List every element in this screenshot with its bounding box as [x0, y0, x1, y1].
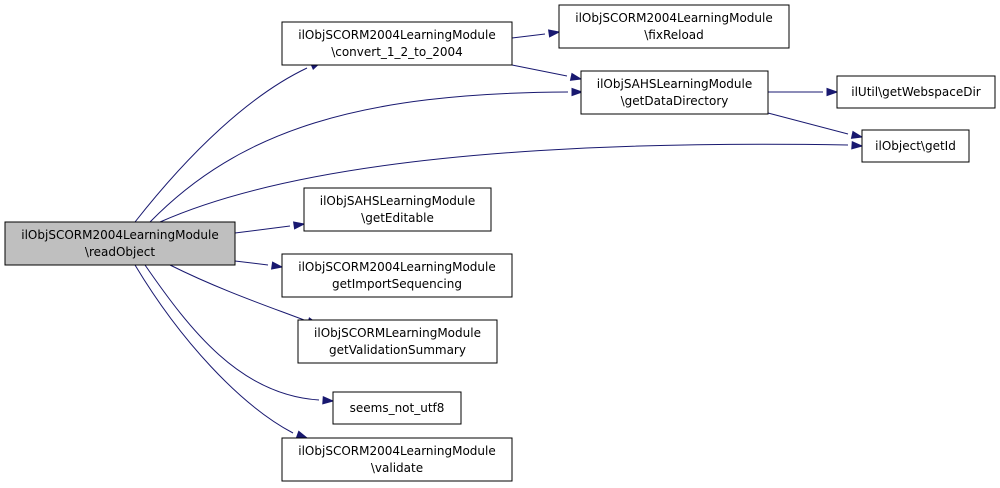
node-getId[interactable]: ilObject\getId [861, 129, 970, 163]
edge-line [767, 112, 849, 135]
edge-root-to-getEditable [234, 221, 306, 234]
node-validate[interactable]: ilObjSCORM2004LearningModule \validate [281, 437, 513, 482]
node-convert[interactable]: ilObjSCORM2004LearningModule \convert_1_2… [281, 21, 513, 66]
edge-line [144, 264, 320, 401]
edge-line [159, 143, 849, 223]
node-box [332, 391, 462, 425]
node-root[interactable]: ilObjSCORM2004LearningModule \readObject [4, 221, 236, 266]
node-label-line2: \convert_1_2_to_2004 [331, 45, 463, 59]
arrow-head-icon [571, 87, 584, 97]
edge-line [511, 33, 546, 39]
node-box [297, 319, 498, 364]
node-box [303, 187, 492, 232]
function-nodes: ilObjSCORM2004LearningModule\readObjecti… [4, 4, 996, 482]
arrow-head-icon [322, 396, 335, 405]
node-label-line1: ilObjSCORMLearningModule [314, 326, 481, 340]
node-label-line2: \validate [371, 461, 423, 475]
node-label-line2: \fixReload [644, 28, 704, 42]
edge-line [234, 225, 291, 234]
node-label-line1: ilObjSAHSLearningModule [597, 77, 752, 91]
edge-getDataDirectory-to-getId [767, 112, 864, 139]
node-getWebspaceDir[interactable]: ilUtil\getWebspaceDir [836, 75, 996, 109]
node-box [836, 75, 996, 109]
node-box [4, 221, 236, 266]
node-label-line1: ilObjSCORM2004LearningModule [21, 228, 218, 242]
node-box [861, 129, 970, 163]
call-edges [134, 29, 864, 439]
node-getImportSequencing[interactable]: ilObjSCORM2004LearningModule getImportSeq… [281, 253, 513, 298]
node-getEditable[interactable]: ilObjSAHSLearningModule \getEditable [303, 187, 492, 232]
node-box [558, 4, 790, 49]
edge-line [149, 91, 569, 223]
node-box [281, 437, 513, 482]
arrow-head-icon [569, 72, 583, 81]
edge-getDataDirectory-to-getWebspaceDir [768, 87, 839, 97]
arrow-head-icon [851, 141, 864, 150]
node-label-line2: \getEditable [361, 211, 434, 225]
arrow-head-icon [826, 87, 839, 97]
edge-root-to-getImportSequencing [234, 260, 284, 270]
node-label-line1: ilObjSCORM2004LearningModule [298, 444, 495, 458]
edge-root-to-validate [134, 264, 309, 439]
node-seemsNotUtf8[interactable]: seems_not_utf8 [332, 391, 462, 425]
edge-root-to-getId [159, 141, 864, 223]
node-box [281, 253, 513, 298]
edge-line [134, 264, 294, 434]
edge-line [134, 67, 308, 223]
node-label-line1: ilObjSCORM2004LearningModule [298, 28, 495, 42]
node-label: ilUtil\getWebspaceDir [851, 85, 981, 99]
arrow-head-icon [295, 430, 309, 439]
node-label-line2: \readObject [85, 245, 155, 259]
node-label-line2: getImportSequencing [332, 277, 462, 291]
node-box [281, 21, 513, 66]
node-getDataDirectory[interactable]: ilObjSAHSLearningModule \getDataDirectory [580, 70, 769, 115]
arrow-head-icon [293, 221, 306, 230]
edge-line [234, 260, 269, 266]
node-label-line1: ilObjSCORM2004LearningModule [575, 11, 772, 25]
edge-line [169, 264, 305, 321]
node-box [580, 70, 769, 115]
edge-convert-to-fixReload [511, 29, 561, 39]
node-label-line2: getValidationSummary [329, 343, 466, 357]
edge-line [511, 64, 568, 77]
node-label: ilObject\getId [875, 139, 956, 153]
node-label-line1: ilObjSAHSLearningModule [320, 194, 475, 208]
node-getValidationSummary[interactable]: ilObjSCORMLearningModule getValidationSum… [297, 319, 498, 364]
node-label-line1: ilObjSCORM2004LearningModule [298, 260, 495, 274]
arrow-head-icon [850, 130, 864, 139]
edge-root-to-getDataDirectory [149, 87, 584, 223]
arrow-head-icon [271, 261, 284, 270]
node-fixReload[interactable]: ilObjSCORM2004LearningModule \fixReload [558, 4, 790, 49]
node-label: seems_not_utf8 [350, 401, 445, 415]
edge-root-to-seemsNotUtf8 [144, 264, 335, 405]
arrow-head-icon [548, 29, 561, 38]
node-label-line2: \getDataDirectory [621, 94, 729, 108]
edge-convert-to-getDataDirectory [511, 64, 583, 81]
